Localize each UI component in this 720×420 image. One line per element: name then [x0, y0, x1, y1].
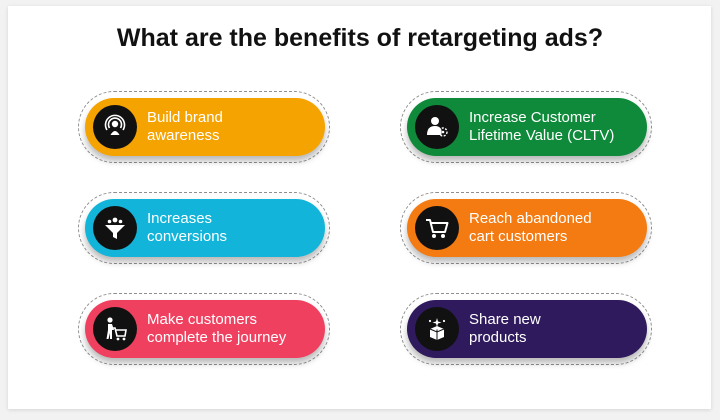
broadcast-person-icon	[93, 105, 137, 149]
benefit-label: Reach abandoned cart customers	[469, 210, 592, 245]
benefit-pill: Make customers complete the journey	[85, 300, 325, 358]
benefit-pill: Share new products	[407, 300, 647, 358]
benefit-item-complete-journey: Make customers complete the journey	[78, 293, 330, 365]
conversion-funnel-icon	[93, 206, 137, 250]
benefit-item-abandoned-cart: Reach abandoned cart customers	[400, 192, 652, 264]
benefit-item-brand-awareness: Build brand awareness	[78, 91, 330, 163]
benefit-pill: Increase Customer Lifetime Value (CLTV)	[407, 98, 647, 156]
new-product-box-icon	[415, 307, 459, 351]
benefit-item-cltv: Increase Customer Lifetime Value (CLTV)	[400, 91, 652, 163]
benefit-label: Increases conversions	[147, 210, 228, 245]
benefit-pill: Increases conversions	[85, 199, 325, 257]
benefit-label: Increase Customer Lifetime Value (CLTV)	[469, 109, 615, 144]
benefit-label: Make customers complete the journey	[147, 311, 287, 346]
benefit-item-new-products: Share new products	[400, 293, 652, 365]
benefit-label: Build brand awareness	[147, 109, 223, 144]
benefit-label: Share new products	[469, 311, 541, 346]
benefit-pill: Build brand awareness	[85, 98, 325, 156]
customer-value-icon	[415, 105, 459, 149]
benefit-item-conversions: Increases conversions	[78, 192, 330, 264]
person-with-cart-icon	[93, 307, 137, 351]
page-title: What are the benefits of retargeting ads…	[116, 24, 604, 52]
shopping-cart-icon	[415, 206, 459, 250]
benefit-pill: Reach abandoned cart customers	[407, 199, 647, 257]
